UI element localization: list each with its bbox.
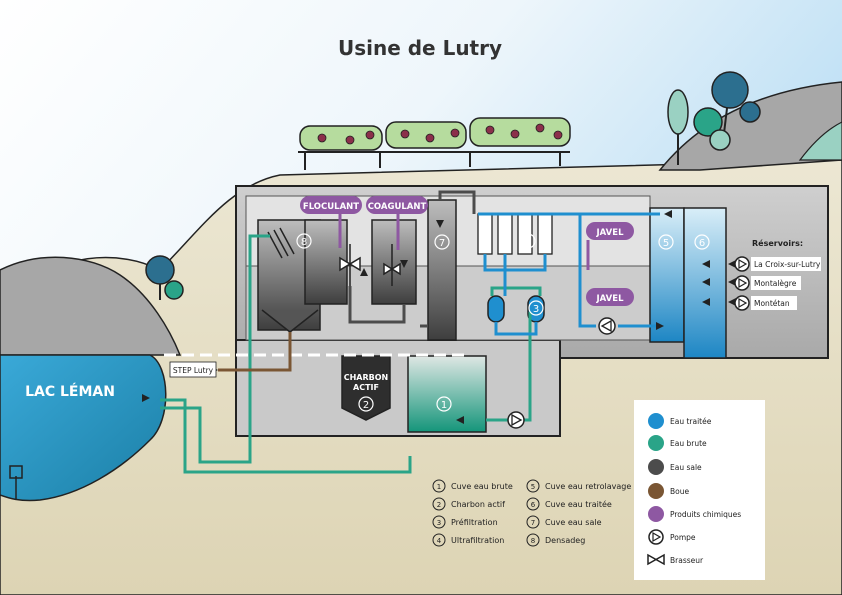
- stage-number-5: 5: [663, 238, 669, 249]
- vineyard: [298, 117, 571, 170]
- step-label: Préfiltration: [451, 517, 498, 527]
- step-label: Cuve eau sale: [545, 518, 602, 527]
- mixer-icon: [383, 244, 401, 286]
- page-title: Usine de Lutry: [337, 36, 503, 60]
- reservoirs-panel: Réservoirs: La Croix-sur-Lutry Montalègr…: [751, 238, 821, 310]
- step-lutry-label: STEP Lutry: [173, 366, 214, 375]
- step-label: Cuve eau brute: [451, 482, 513, 491]
- chemical-pipes: [338, 212, 590, 270]
- coagulant-badge: [366, 196, 428, 214]
- boue-pipe: [218, 332, 292, 372]
- legend-label: Eau sale: [670, 463, 702, 472]
- stage-number-4: 4: [525, 237, 531, 248]
- eau-traitee-pipes: [478, 212, 660, 336]
- retrolavage-tank: [649, 207, 685, 343]
- step-num: 1: [437, 483, 441, 491]
- javel-top-badge: [586, 222, 634, 240]
- step-label: Ultrafiltration: [451, 536, 504, 545]
- step-label: Cuve eau traitée: [545, 499, 612, 509]
- legend-label: Produits chimiques: [670, 510, 741, 519]
- eau-traitee-swatch: [648, 413, 664, 429]
- eau-sale-swatch: [648, 459, 664, 475]
- reservoirs-title: Réservoirs:: [752, 238, 803, 248]
- eau-brute-swatch: [648, 435, 664, 451]
- stage-number-8: 8: [301, 237, 307, 248]
- pump-icon: [734, 295, 750, 311]
- mixer-icon: [339, 244, 361, 286]
- charbon-label-1: CHARBON: [344, 373, 389, 382]
- legend-label: Boue: [670, 487, 689, 496]
- step-num: 8: [531, 537, 535, 545]
- javel-bottom-label: JAVEL: [596, 294, 625, 304]
- stage-number-7: 7: [439, 238, 445, 249]
- step-num: 3: [437, 519, 441, 527]
- tree-icon: [667, 71, 761, 165]
- reservoir-montalegre: Montalègre: [754, 279, 797, 288]
- javel-top-label: JAVEL: [596, 228, 625, 238]
- eau-brute-pipes: [160, 234, 542, 474]
- produits-chimiques-swatch: [648, 506, 664, 522]
- stage-number-6: 6: [699, 238, 705, 249]
- legend-label: Brasseur: [670, 556, 704, 565]
- step-label: Cuve eau retrolavage: [545, 482, 631, 491]
- eau-sale-pipes: [348, 190, 476, 328]
- reservoir-croix: La Croix-sur-Lutry: [754, 260, 821, 269]
- step-label: Densadeg: [545, 536, 585, 545]
- step-num: 6: [531, 501, 536, 509]
- reservoir-montetan: Montétan: [754, 299, 790, 308]
- pump-icon: [507, 411, 525, 429]
- javel-bottom-badge: [586, 288, 634, 306]
- step-num: 2: [437, 501, 441, 509]
- lake-label: LAC LÉMAN: [25, 383, 115, 400]
- pump-icon: [648, 529, 664, 545]
- steps-legend: 1 Cuve eau brute 2 Charbon actif 3 Préfi…: [432, 479, 631, 547]
- step-num: 7: [531, 519, 535, 527]
- floculant-label: FLOCULANT: [303, 202, 359, 212]
- flow-arrow-icons: [142, 210, 736, 424]
- stage-number-2: 2: [363, 400, 369, 411]
- legend-label: Eau traitée: [670, 417, 712, 426]
- legend-label: Eau brute: [670, 439, 707, 448]
- ultrafiltration-modules: [477, 213, 553, 255]
- color-legend-items: Eau traitée Eau brute Eau sale Boue Prod…: [647, 413, 741, 566]
- lake-leman: [0, 354, 167, 502]
- left-hill: [0, 256, 182, 356]
- pump-icon: [734, 275, 750, 291]
- boue-swatch: [648, 483, 664, 499]
- pump-icon: [734, 256, 750, 272]
- mixer-icon: [647, 553, 665, 566]
- step-num: 5: [531, 483, 535, 491]
- stage-number-3: 3: [533, 304, 539, 315]
- step-num: 4: [437, 537, 442, 545]
- step-label: Charbon actif: [451, 500, 505, 509]
- coagulant-label: COAGULANT: [368, 202, 427, 212]
- cuve-eau-brute: [407, 355, 487, 433]
- legend-label: Pompe: [670, 533, 696, 542]
- tree-icon: [145, 255, 184, 300]
- stage-number-1: 1: [441, 400, 447, 411]
- pump-icon: [598, 317, 616, 335]
- floculant-badge: [300, 196, 362, 214]
- charbon-label-2: ACTIF: [353, 383, 379, 392]
